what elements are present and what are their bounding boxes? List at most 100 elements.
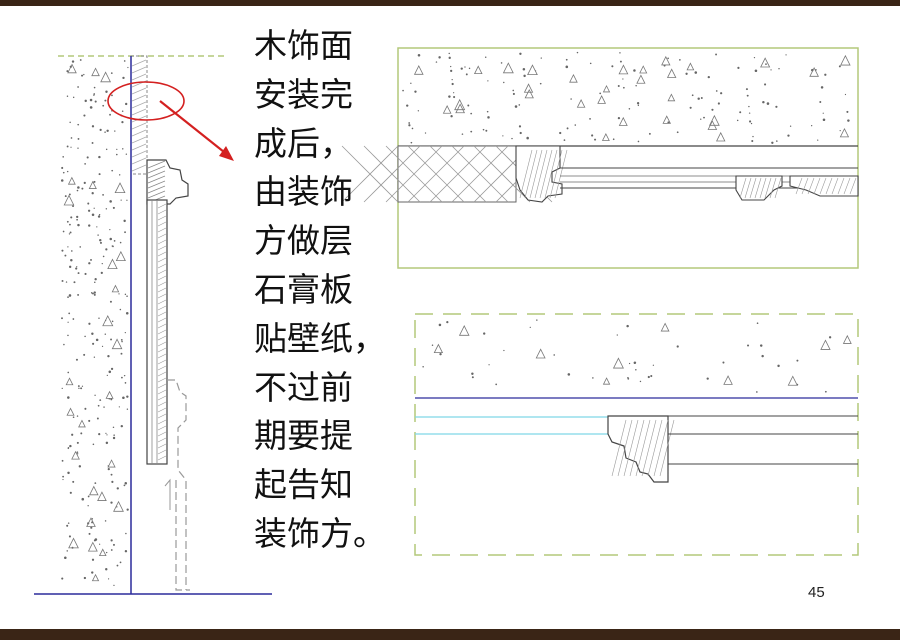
concrete-speck <box>66 95 69 97</box>
concrete-speck <box>71 60 75 63</box>
page-number: 45 <box>808 584 825 601</box>
concrete-speck <box>468 67 471 70</box>
concrete-speck <box>822 118 826 122</box>
concrete-speck <box>105 248 108 251</box>
concrete-speck <box>514 105 518 108</box>
moulding-hatch-line <box>554 149 568 199</box>
concrete-speck <box>125 311 129 315</box>
concrete-speck <box>102 193 104 196</box>
concrete-speck <box>717 102 720 105</box>
concrete-speck <box>789 125 792 127</box>
panel-hatch-line <box>157 269 167 275</box>
panel-hatch-line <box>157 329 167 335</box>
aggregate-triangle <box>636 74 646 84</box>
concrete-speck <box>77 293 80 296</box>
concrete-speck <box>80 387 83 390</box>
concrete-speck <box>422 366 424 368</box>
concrete-speck <box>106 374 108 376</box>
concrete-speck <box>101 345 104 348</box>
gap-hatch-line <box>131 59 147 67</box>
concrete-speck <box>679 59 681 61</box>
concrete-speck <box>115 153 118 156</box>
annotation-arrow-line <box>159 100 225 153</box>
concrete-speck <box>109 113 111 116</box>
panel-hatch-line <box>157 383 167 389</box>
concrete-speck <box>523 74 526 78</box>
panel-hatch-line <box>157 455 167 461</box>
concrete-speck <box>576 51 579 54</box>
concrete-speck <box>68 294 72 297</box>
caption-line: 方做层 <box>254 221 353 261</box>
concrete-speck <box>91 571 94 574</box>
caption-line: 贴壁纸， <box>254 318 386 358</box>
concrete-speck <box>694 71 698 74</box>
concrete-speck <box>482 128 485 131</box>
aggregate-triangle <box>105 390 114 399</box>
concrete-speck <box>126 508 129 511</box>
concrete-speck <box>120 339 123 341</box>
ceiling-moulding-middle-hatch <box>739 177 782 199</box>
concrete-speck <box>706 377 709 380</box>
concrete-speck <box>594 138 597 141</box>
concrete-speck <box>539 82 542 85</box>
concrete-speck <box>700 118 702 120</box>
concrete-speck <box>113 584 115 587</box>
concrete-speck <box>81 74 84 77</box>
aggregate-triangle <box>87 541 98 552</box>
aggregate-triangle <box>111 338 123 350</box>
aggregate-triangle <box>666 68 677 78</box>
concrete-speck <box>748 112 751 114</box>
skirting-dashed-outline-2 <box>175 480 190 591</box>
panel-hatch-line <box>157 353 167 359</box>
concrete-speck <box>93 86 96 89</box>
concrete-speck <box>120 424 124 428</box>
concrete-speck <box>109 300 112 303</box>
moulding-hatch-line <box>831 177 839 195</box>
concrete-speck <box>633 361 637 365</box>
gap-hatch-line <box>131 143 147 151</box>
aggregate-triangle <box>660 322 670 332</box>
moulding-hatch-line <box>549 149 563 199</box>
crown-hatch-line <box>147 165 166 174</box>
concrete-speck <box>93 293 96 296</box>
panel-hatch-line <box>157 227 167 233</box>
concrete-speck <box>119 561 122 564</box>
concrete-speck <box>106 129 109 133</box>
moulding-hatch-line <box>524 149 538 199</box>
concrete-speck <box>616 334 618 336</box>
concrete-speck <box>465 73 468 76</box>
moulding-hatch-line <box>769 177 777 199</box>
moulding-hatch-line <box>744 177 752 199</box>
concrete-speck <box>113 239 116 242</box>
concrete-speck <box>124 332 126 334</box>
aggregate-triangle <box>639 65 648 74</box>
concrete-speck <box>62 171 65 174</box>
panel-hatch-line <box>157 335 167 341</box>
concrete-speck <box>76 266 78 268</box>
concrete-speck <box>110 72 113 74</box>
concrete-speck <box>460 67 463 70</box>
concrete-speck <box>512 92 515 96</box>
concrete-speck <box>752 135 754 138</box>
concrete-speck <box>122 148 124 150</box>
concrete-speck <box>439 352 442 356</box>
concrete-speck <box>71 250 73 252</box>
aggregate-triangle <box>68 537 79 549</box>
concrete-speck <box>72 416 75 419</box>
concrete-speck <box>70 146 72 148</box>
concrete-speck <box>68 535 72 538</box>
aggregate-triangle <box>686 62 695 71</box>
panel-hatch-line <box>157 203 167 209</box>
moulding-profile <box>607 415 669 483</box>
concrete-speck <box>500 62 503 64</box>
concrete-speck <box>778 67 780 70</box>
concrete-speck <box>61 166 64 169</box>
moulding-hatch-line <box>617 419 633 477</box>
panel-hatch-line <box>157 293 167 299</box>
concrete-speck <box>75 358 78 361</box>
moulding-hatch-line <box>653 419 669 477</box>
concrete-speck <box>611 65 614 68</box>
aggregate-triangle <box>576 99 586 108</box>
caption-line: 不过前 <box>254 367 353 407</box>
concrete-speck <box>79 59 82 61</box>
